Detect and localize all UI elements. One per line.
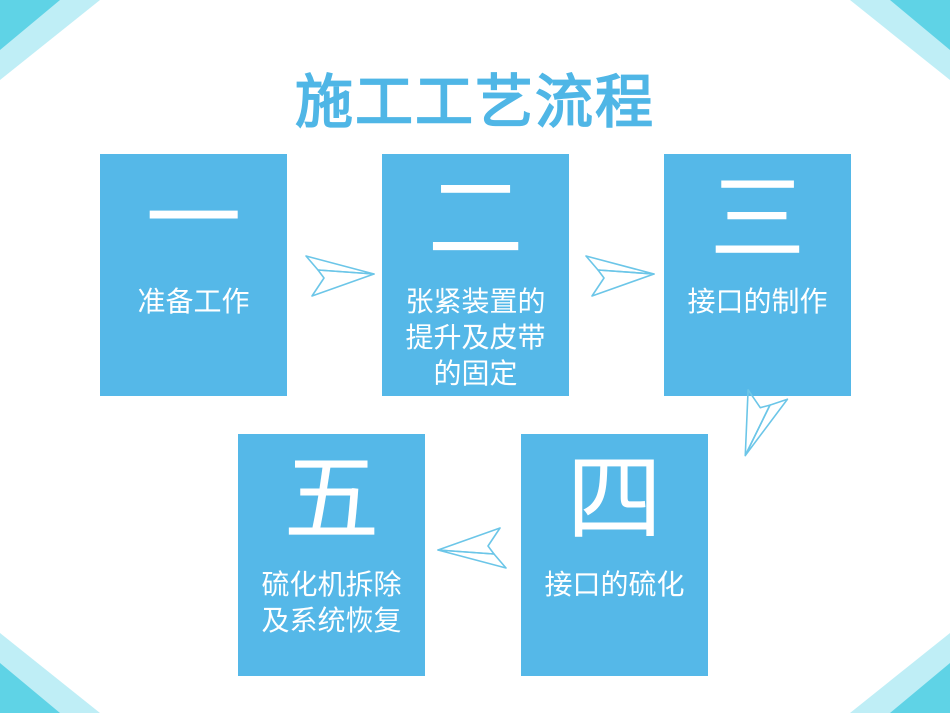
corner-triangle-icon	[0, 0, 100, 80]
corner-decoration-top-right	[850, 0, 950, 100]
corner-decoration-top-left	[0, 0, 100, 100]
step-label: 硫化机拆除 及系统恢复	[261, 568, 402, 637]
step-box-5: 五 硫化机拆除 及系统恢复	[238, 434, 425, 676]
paper-plane-arrow-icon	[744, 388, 789, 457]
paper-plane-arrow-icon	[437, 527, 507, 569]
step-numeral: 五	[283, 443, 380, 555]
step-label: 张紧装置的 提升及皮带 的固定	[405, 285, 546, 390]
corner-decoration-bottom-left	[0, 613, 100, 713]
step-box-2: 二 张紧装置的 提升及皮带 的固定	[382, 154, 569, 396]
flow-arrow-1-to-2	[304, 248, 376, 300]
step-numeral: 二	[427, 163, 524, 275]
page-title: 施工工艺流程	[294, 68, 655, 136]
step-numeral: 四	[566, 443, 663, 555]
corner-triangle-icon	[850, 0, 950, 80]
flow-arrow-2-to-3	[584, 248, 656, 300]
corner-decoration-bottom-right	[850, 613, 950, 713]
step-box-4: 四 接口的硫化	[521, 434, 708, 676]
flow-arrow-3-to-4	[720, 381, 795, 467]
step-label: 接口的硫化	[544, 568, 685, 601]
corner-triangle-icon	[850, 633, 950, 713]
paper-plane-arrow-icon	[305, 255, 375, 297]
step-box-1: 一 准备工作	[100, 154, 287, 396]
flow-arrow-4-to-5	[436, 524, 508, 576]
step-box-3: 三 接口的制作	[664, 154, 851, 396]
step-numeral: 一	[145, 163, 242, 275]
corner-triangle-icon	[0, 633, 100, 713]
step-label: 准备工作	[137, 285, 250, 318]
step-label: 接口的制作	[687, 285, 828, 318]
paper-plane-arrow-icon	[585, 255, 655, 297]
step-numeral: 三	[709, 163, 806, 275]
